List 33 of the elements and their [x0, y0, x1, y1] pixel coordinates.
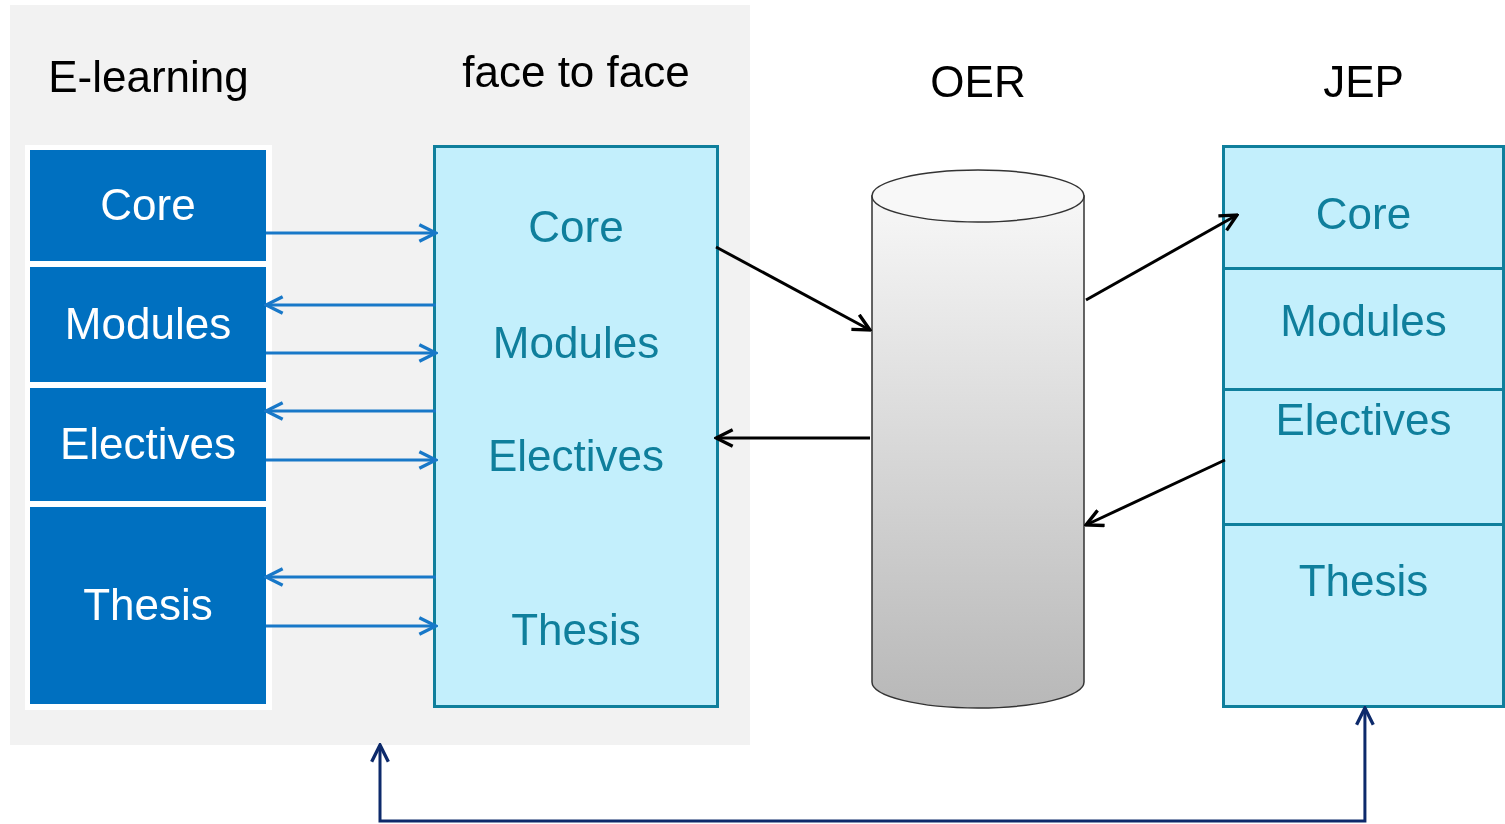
module-label: Electives — [486, 431, 666, 482]
module-box — [30, 388, 266, 501]
column-heading: JEP — [1322, 57, 1405, 107]
module-label: Thesis — [82, 580, 214, 631]
module-label: Electives — [1274, 395, 1453, 446]
module-label: Modules — [1279, 296, 1448, 347]
module-label: Electives — [58, 419, 238, 470]
arrow — [1085, 213, 1239, 302]
column-heading: OER — [929, 57, 1027, 107]
module-label: Core — [527, 202, 625, 253]
module-label: Thesis — [510, 604, 642, 656]
column-heading: E-learning — [47, 52, 250, 102]
arrow — [266, 450, 438, 470]
module-label: Core — [1314, 189, 1413, 240]
arrow — [715, 245, 872, 332]
arrow — [714, 428, 870, 448]
arrow — [264, 567, 436, 587]
arrow — [1084, 458, 1226, 528]
arrow — [264, 401, 436, 421]
arrow — [266, 616, 438, 636]
arrow — [370, 706, 1375, 823]
background-panel — [10, 5, 750, 745]
module-label: Core — [99, 180, 197, 231]
module-box — [30, 507, 266, 704]
module-box — [30, 150, 266, 261]
column-heading: face to face — [461, 47, 691, 97]
arrow — [266, 223, 438, 243]
arrow — [264, 295, 436, 315]
module-label: Modules — [491, 318, 661, 369]
module-label: Thesis — [1297, 556, 1430, 607]
arrow — [266, 343, 438, 363]
module-label: Modules — [63, 299, 233, 350]
module-box — [30, 267, 266, 382]
